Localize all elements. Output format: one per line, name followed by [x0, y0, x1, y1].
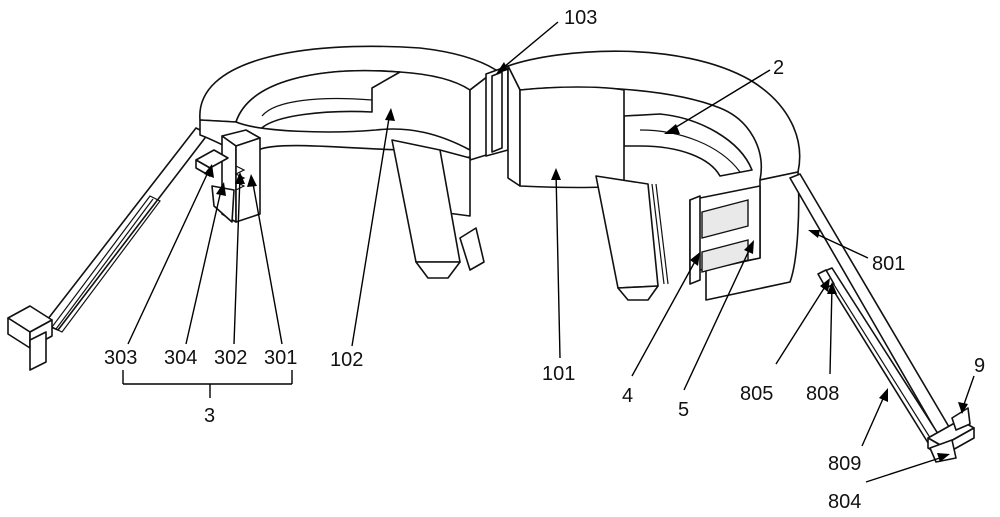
label-2: 2 — [773, 57, 784, 79]
right-half-ring — [507, 50, 801, 301]
label-3: 3 — [204, 405, 215, 427]
left-arm-rod — [7, 127, 209, 371]
label-801: 801 — [872, 253, 905, 275]
label-103: 103 — [564, 7, 597, 29]
label-101: 101 — [542, 363, 575, 385]
label-102: 102 — [330, 349, 363, 371]
label-5: 5 — [678, 399, 689, 421]
label-301: 301 — [264, 347, 297, 369]
center-joint — [485, 65, 509, 157]
label-9: 9 — [974, 355, 985, 377]
left-half-ring — [195, 45, 497, 279]
labels: 103 2 801 9 303 304 302 301 3 102 101 4 … — [104, 7, 985, 513]
label-808: 808 — [806, 383, 839, 405]
label-804: 804 — [828, 491, 861, 513]
label-809: 809 — [828, 453, 861, 475]
label-302: 302 — [214, 347, 247, 369]
label-304: 304 — [164, 347, 197, 369]
label-303: 303 — [104, 347, 137, 369]
label-4: 4 — [622, 385, 633, 407]
right-arm-rod — [789, 173, 975, 463]
label-805: 805 — [740, 383, 773, 405]
leader-lines — [122, 21, 975, 483]
